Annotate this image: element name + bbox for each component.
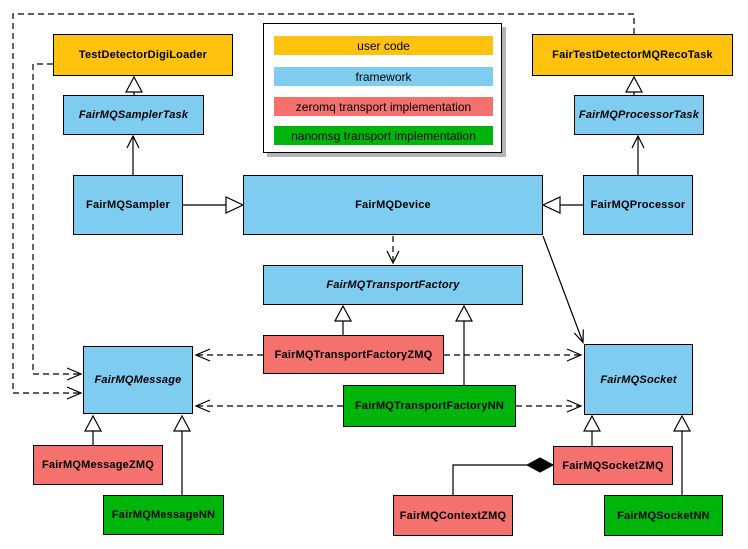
legend-label: nanomsg transport implementation xyxy=(291,128,476,143)
node-fairmqmessage: FairMQMessage xyxy=(83,346,193,414)
node-fairmqprocessortask: FairMQProcessorTask xyxy=(574,95,704,135)
node-label: FairMQTransportFactoryNN xyxy=(354,400,505,412)
node-label: FairMQMessageNN xyxy=(111,509,216,521)
legend-label: user code xyxy=(357,38,410,53)
inheritance-arrow-sampler-device xyxy=(183,196,245,214)
node-label: TestDetectorDigiLoader xyxy=(78,49,208,61)
open-arrow-processor-processortask xyxy=(631,134,645,175)
inheritance-arrow-messagezmq-message xyxy=(84,414,102,445)
dependency-arrow-tfzmq-socket xyxy=(444,348,583,362)
node-fairmqcontextzmq: FairMQContextZMQ xyxy=(393,495,513,536)
inheritance-arrow-samplertask-digiloader xyxy=(125,75,143,95)
inheritance-arrow-processor-device xyxy=(541,196,583,214)
legend-item-user-code: user code xyxy=(274,36,493,55)
inheritance-arrow-processortask-recotask xyxy=(625,75,643,95)
node-label: FairMQMessage xyxy=(94,374,182,386)
node-label: FairTestDetectorMQRecoTask xyxy=(552,49,713,61)
node-label: FairMQContextZMQ xyxy=(399,509,507,522)
node-label: FairMQTransportFactory xyxy=(326,279,460,291)
node-fairmqtransportfactoryzmq: FairMQTransportFactoryZMQ xyxy=(263,335,444,374)
node-label: FairMQDevice xyxy=(355,199,431,211)
node-fairmqsocketzmq: FairMQSocketZMQ xyxy=(553,446,673,485)
node-fairmqmessagezmq: FairMQMessageZMQ xyxy=(33,445,163,485)
node-testdetectordigiloader: TestDetectorDigiLoader xyxy=(53,34,233,76)
open-arrow-sampler-samplertask xyxy=(126,134,140,175)
node-fairmqtransportfactorynn: FairMQTransportFactoryNN xyxy=(343,385,516,427)
dependency-arrow-tfnn-socket xyxy=(516,399,583,413)
legend-item-framework: framework xyxy=(274,67,493,86)
node-label: FairMQProcessor xyxy=(590,199,686,211)
node-label: FairMQSocketNN xyxy=(617,509,710,522)
dependency-arrow-tfzmq-message xyxy=(194,348,263,362)
node-label: FairMQSampler xyxy=(86,199,170,211)
inheritance-arrow-tfnn-transportfactory xyxy=(455,304,473,385)
legend-label: framework xyxy=(355,69,412,84)
node-fairmqdevice: FairMQDevice xyxy=(243,175,543,235)
node-label: FairMQSocket xyxy=(600,373,677,386)
node-fairmqsampler: FairMQSampler xyxy=(73,175,183,235)
node-label: FairMQSocketZMQ xyxy=(562,459,664,472)
legend-item-zeromq: zeromq transport implementation xyxy=(274,97,493,116)
node-label: FairMQMessageZMQ xyxy=(41,459,154,471)
node-label: FairMQProcessorTask xyxy=(578,109,700,121)
legend-label: zeromq transport implementation xyxy=(295,99,472,114)
node-label: FairMQTransportFactoryZMQ xyxy=(274,348,433,361)
node-fairmqmessagenn: FairMQMessageNN xyxy=(103,495,224,535)
open-arrow-device-socket xyxy=(542,235,584,345)
inheritance-arrow-socketzmq-socket xyxy=(583,414,601,446)
node-fairmqtransportfactory: FairMQTransportFactory xyxy=(263,265,523,305)
dependency-arrow-device-transportfactory xyxy=(386,236,400,265)
node-fairmqsocketnn: FairMQSocketNN xyxy=(604,495,723,536)
node-label: FairMQSamplerTask xyxy=(78,109,189,121)
inheritance-arrow-tfzmq-transportfactory xyxy=(334,304,352,335)
legend: user code framework zeromq transport imp… xyxy=(263,23,502,153)
legend-item-nanomsg: nanomsg transport implementation xyxy=(274,126,493,145)
node-fairmqsocket: FairMQSocket xyxy=(584,344,693,415)
node-fairmqsamplertask: FairMQSamplerTask xyxy=(63,95,204,135)
node-fairmqprocessor: FairMQProcessor xyxy=(583,175,693,235)
composition-diamond-contextzmq-socketzmq xyxy=(452,457,555,495)
dependency-arrow-tfnn-message xyxy=(194,399,343,413)
inheritance-arrow-messagenn-message xyxy=(173,414,191,495)
inheritance-arrow-socketnn-socket xyxy=(673,414,691,495)
node-fairtestdetectormqrecotask: FairTestDetectorMQRecoTask xyxy=(532,34,733,76)
